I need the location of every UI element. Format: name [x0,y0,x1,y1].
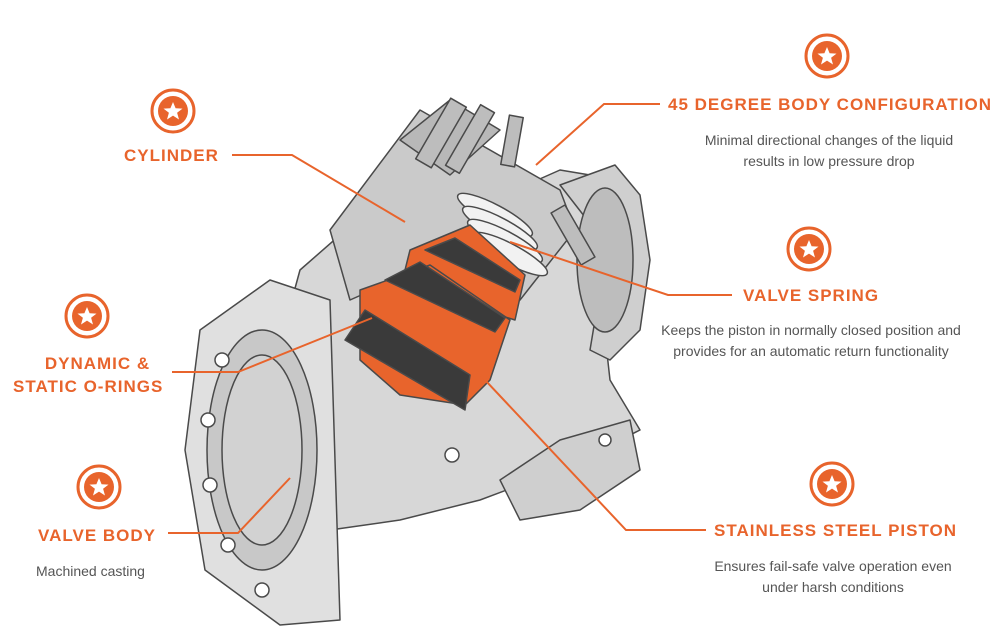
leader-piston [469,363,706,531]
body-config-title: 45 DEGREE BODY CONFIGURATION [668,95,992,114]
badge-piston [808,460,856,508]
star-icon [76,464,122,510]
outlet-bore [576,187,634,333]
star-icon [64,293,110,339]
flange-bolt-hole [214,352,230,368]
star-icon [809,461,855,507]
o-rings-title-line1: DYNAMIC & [44,354,151,373]
flange-bolt-hole [254,582,270,598]
leader-o-rings [172,317,373,373]
star-icon [804,33,850,79]
valve-spring-title: VALVE SPRING [743,286,880,305]
leader-valve-spring [509,241,732,296]
flange-bolt-hole [220,537,236,553]
body-config-description-line2: results in low pressure drop [743,153,915,169]
flange-bolt-hole [200,412,216,428]
piston-title: STAINLESS STEEL PISTON [714,521,958,540]
valve-body-description: Machined casting [36,563,145,579]
valve-spring-coils [456,192,549,277]
star-icon [786,226,832,272]
o-rings-title-line2: STATIC O-RINGS [13,377,164,396]
leader-body-config [535,103,660,166]
cylinder-title: CYLINDER [124,146,219,165]
badge-valve-body [75,463,123,511]
piston-description-line2: under harsh conditions [762,579,904,595]
badge-o-rings [63,292,111,340]
piston-assembly [344,224,526,411]
valve-spring-description-line2: provides for an automatic return functio… [673,343,949,359]
star-icon [150,88,196,134]
piston-description-line1: Ensures fail-safe valve operation even [714,558,952,574]
leader-valve-body [168,477,291,534]
body-config-description-line1: Minimal directional changes of the liqui… [704,132,954,148]
leader-cylinder [232,154,406,223]
o-ring [344,309,471,411]
badge-cylinder [149,87,197,135]
badge-valve-spring [785,225,833,273]
valve-body-title: VALVE BODY [38,526,156,545]
flange-bolt-hole [202,477,218,493]
bonnet-bolts [414,97,596,266]
badge-body-config [803,32,851,80]
valve-spring-description-line1: Keeps the piston in normally closed posi… [661,322,961,338]
